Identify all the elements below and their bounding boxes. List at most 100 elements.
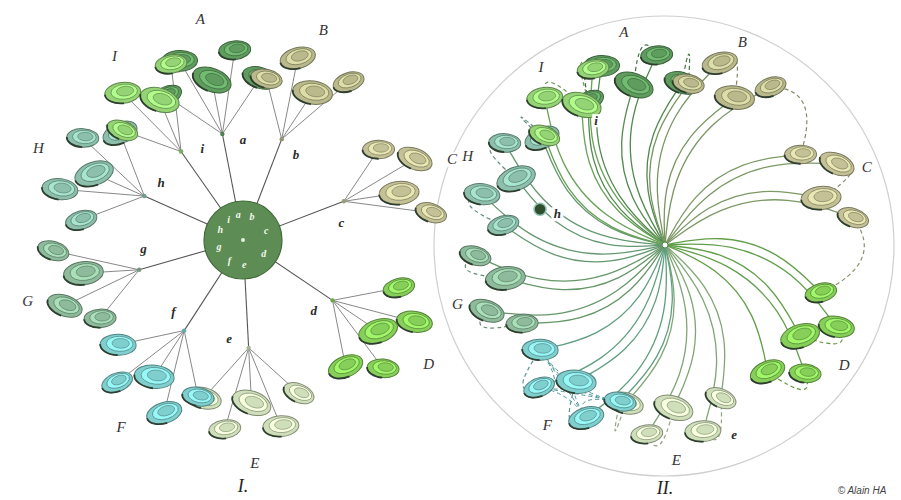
link-curve <box>665 245 800 336</box>
branch-label: c <box>337 216 347 230</box>
branch-point <box>342 199 346 203</box>
branch-label: i <box>199 142 207 156</box>
group-label: G <box>450 297 465 313</box>
disk-symbol <box>788 363 821 384</box>
hub-letter: d <box>261 249 266 259</box>
group-label: F <box>114 420 127 436</box>
radial-tree <box>35 39 449 440</box>
disk-symbol <box>700 48 740 77</box>
link-curve <box>582 105 665 245</box>
disk-symbol <box>521 121 562 155</box>
panel-number: I. <box>236 477 251 496</box>
link-curve <box>657 63 720 245</box>
disk-symbol <box>817 314 856 340</box>
disk-symbol <box>484 264 527 292</box>
disk-symbol <box>493 161 539 196</box>
disk-symbol <box>816 148 857 181</box>
disk-symbol <box>713 83 756 112</box>
disk-symbol <box>249 66 284 91</box>
disk-symbol <box>394 143 435 176</box>
disk-symbol <box>280 378 317 408</box>
link-curve <box>588 101 665 245</box>
dashed-link <box>821 218 864 293</box>
branch-point <box>182 328 186 332</box>
disk-symbol <box>800 185 842 212</box>
hub-point <box>662 242 668 248</box>
disk-symbol <box>640 44 674 66</box>
disk-symbol <box>488 133 521 153</box>
disk-symbol <box>381 275 417 301</box>
branch-point <box>179 149 183 153</box>
disk-symbol <box>662 68 703 98</box>
disk-symbol <box>671 71 706 96</box>
branch-label: h <box>155 176 166 190</box>
disk-symbol <box>803 280 839 306</box>
group-label: G <box>20 294 35 310</box>
branch-point <box>246 346 250 350</box>
link-curve <box>482 194 665 254</box>
link-curve <box>620 245 672 402</box>
group-label: B <box>317 23 330 39</box>
disk-symbol <box>413 199 449 227</box>
disk-symbol <box>325 350 366 383</box>
link-curve <box>664 98 734 245</box>
disk-symbol <box>104 116 141 145</box>
disk-symbol <box>395 309 434 335</box>
branch-label: b <box>291 148 302 162</box>
disk-symbol <box>71 156 117 191</box>
branch-label: g <box>138 242 149 256</box>
branch-label: e <box>729 428 739 442</box>
disk-symbol <box>630 423 664 446</box>
branch-point <box>142 194 146 198</box>
disk-symbol <box>133 363 175 390</box>
group-label: D <box>837 358 852 374</box>
group-label: D <box>421 357 436 373</box>
group-label: F <box>541 418 554 434</box>
link-curve <box>522 245 665 323</box>
disk-symbol <box>835 204 871 232</box>
branch-label: a <box>238 133 249 147</box>
hub-circle: hiabgcfed <box>203 200 283 280</box>
group-label: E <box>670 453 683 469</box>
hub-letter: g <box>216 242 221 252</box>
disk-symbol <box>457 242 493 269</box>
hub-letter: h <box>217 225 223 235</box>
disk-symbol <box>522 339 559 361</box>
branch-point <box>280 137 284 141</box>
panel-number: II. <box>655 479 676 498</box>
group-label: I <box>537 60 546 76</box>
disk-symbol <box>576 57 611 81</box>
disk-symbol <box>291 78 334 107</box>
branch-label: d <box>308 304 319 318</box>
link-curve <box>626 245 675 403</box>
disk-symbol <box>144 398 185 428</box>
disk-symbol <box>466 295 507 327</box>
group-label: B <box>736 35 749 51</box>
group-label: C <box>445 152 459 168</box>
hub-letter: i <box>227 215 230 225</box>
link-curve <box>665 191 821 245</box>
group-label: H <box>31 141 46 157</box>
branch-label: i <box>592 114 600 128</box>
disk-symbol <box>778 319 823 353</box>
disk-symbol <box>262 415 299 438</box>
branch-point <box>330 298 334 302</box>
branch-line <box>225 348 249 429</box>
disk-symbol <box>181 385 216 409</box>
disk-symbol <box>526 121 563 150</box>
link-curve <box>650 84 689 245</box>
group-label: C <box>860 160 874 176</box>
branch-label: e <box>224 332 234 346</box>
radial-network <box>457 44 871 446</box>
disk-symbol <box>44 290 85 322</box>
disk-symbol <box>278 43 318 72</box>
dashed-link <box>771 87 807 154</box>
disk-symbol <box>66 128 99 148</box>
link-curve <box>545 98 665 245</box>
hub-letter: c <box>264 226 268 236</box>
disk-symbol <box>463 182 501 207</box>
link-curve <box>665 87 771 245</box>
disk-symbol <box>378 180 420 207</box>
